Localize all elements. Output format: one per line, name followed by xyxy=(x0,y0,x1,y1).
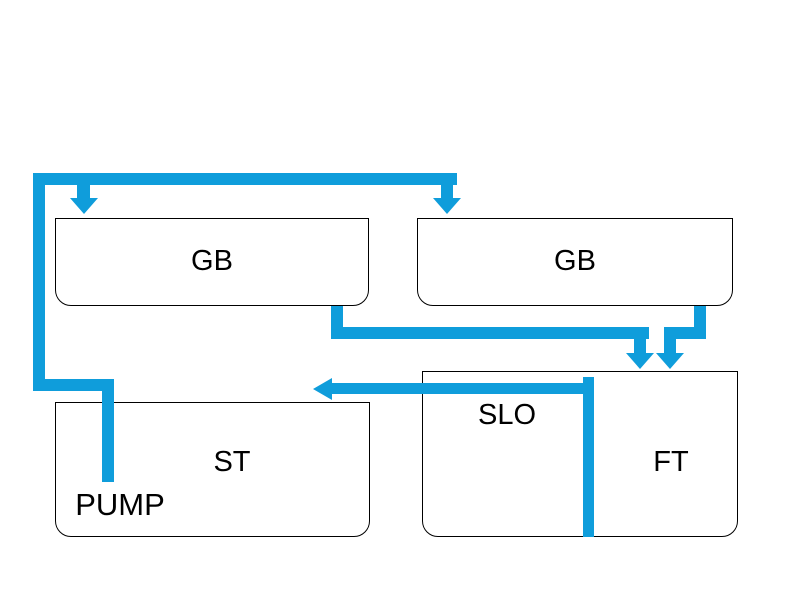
gearbox-2-box: GB xyxy=(417,218,733,306)
arrow-down-into-gb2-icon xyxy=(433,198,461,214)
slo-ft-tank-box: SLO FT xyxy=(422,371,738,537)
arrow-left-toward-st-icon xyxy=(313,378,332,400)
pump-suction-pipe-vertical xyxy=(102,379,114,482)
supply-riser-pipe xyxy=(33,173,45,391)
ft-compartment-label: FT xyxy=(653,446,689,479)
slo-compartment-label: SLO xyxy=(477,399,537,432)
storage-tank-label: ST xyxy=(213,446,251,479)
gearbox-1-box: GB xyxy=(55,218,369,306)
gb1-drain-pipe-horizontal xyxy=(331,327,649,339)
return-pipe-horizontal xyxy=(332,383,594,394)
pump-label: PUMP xyxy=(75,486,165,522)
gearbox-1-label: GB xyxy=(191,245,233,278)
pump-suction-pipe-horizontal xyxy=(33,379,114,391)
supply-branch-gb1-pipe xyxy=(77,184,90,199)
gearbox-2-label: GB xyxy=(554,245,596,278)
gb2-drain-pipe-horizontal xyxy=(664,327,706,339)
supply-header-pipe xyxy=(33,173,457,185)
supply-branch-gb2-pipe xyxy=(441,184,453,199)
gb2-drain-drop-pipe xyxy=(664,339,676,354)
gb1-drain-drop-pipe xyxy=(634,339,646,354)
arrow-down-into-ft-left-icon xyxy=(626,353,654,369)
ft-weir-divider-pipe xyxy=(583,377,594,537)
arrow-down-into-ft-right-icon xyxy=(656,353,684,369)
arrow-down-into-gb1-icon xyxy=(70,198,98,214)
